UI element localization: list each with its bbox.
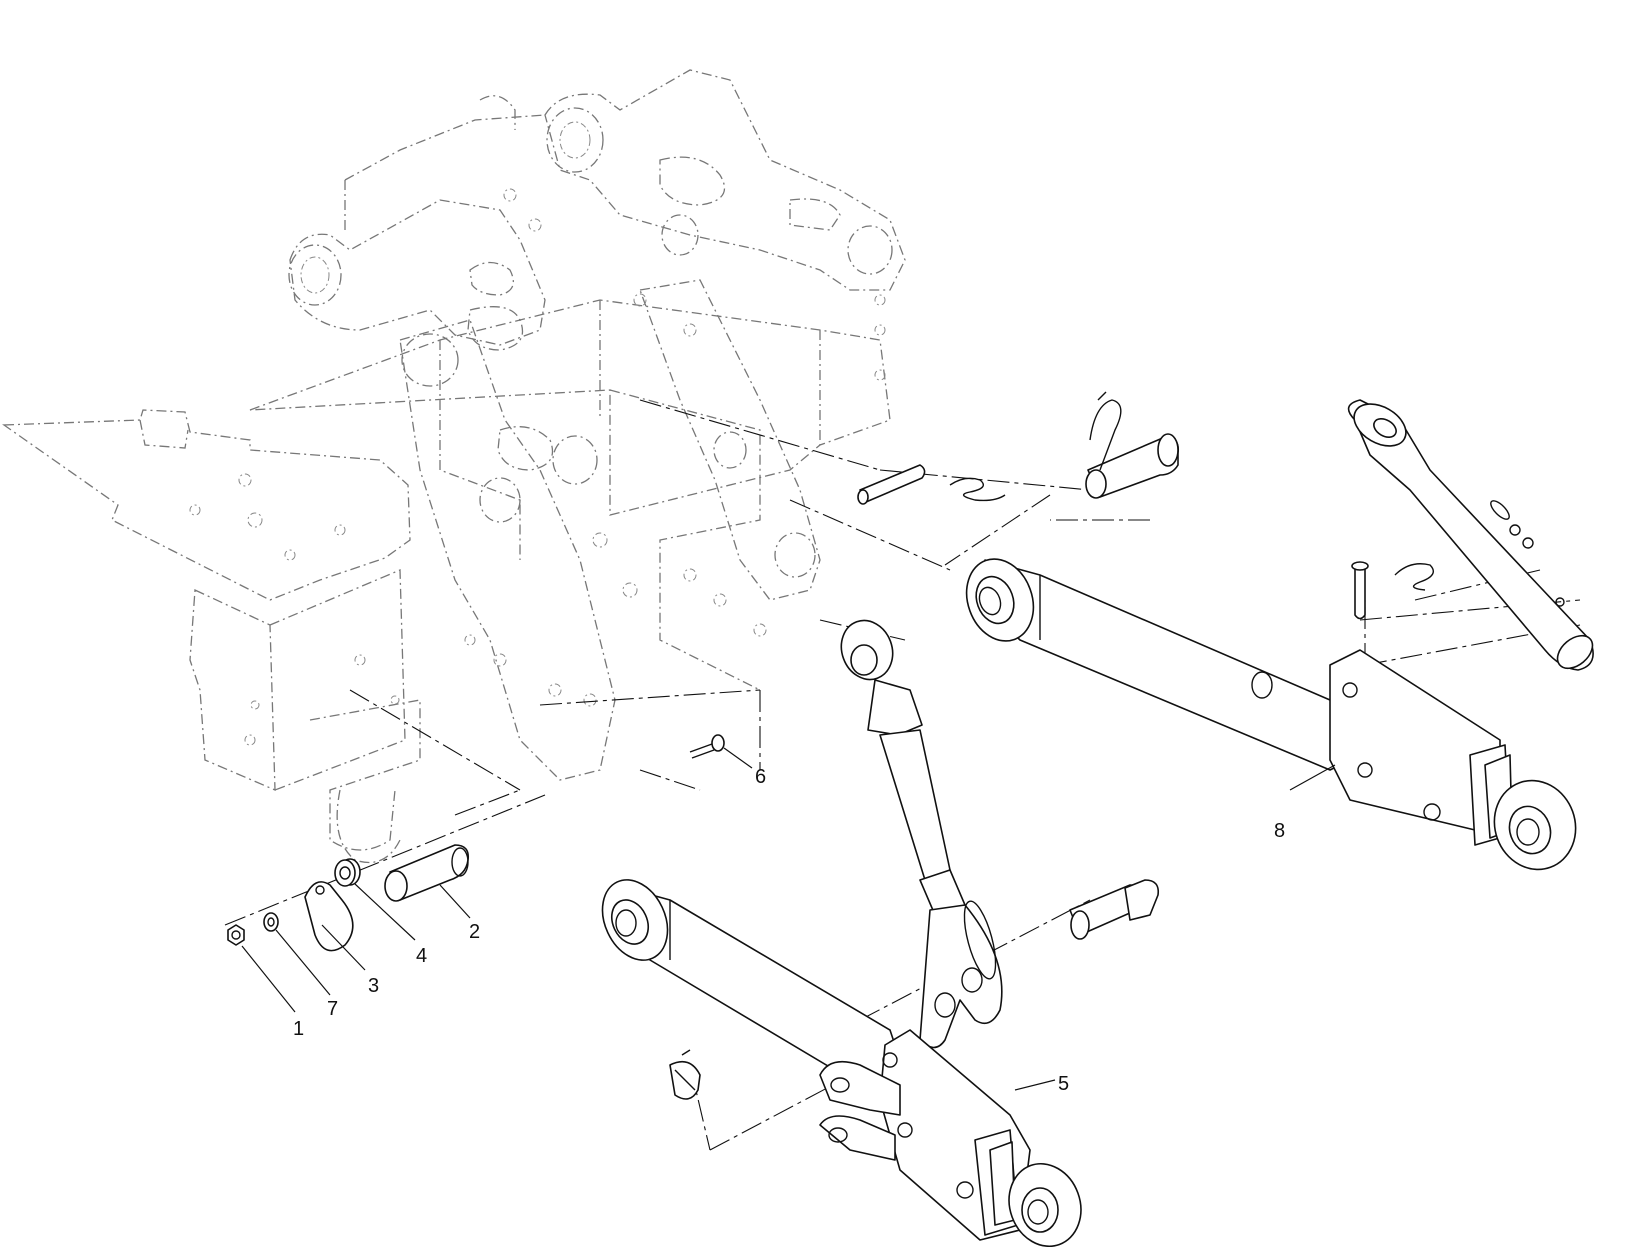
lift-arm-left-outline [289,199,546,346]
top-link-center [840,619,1003,1049]
pivot-pin [384,844,470,902]
lift-arm-right-outline [544,69,906,291]
lower-link-right [965,558,1577,871]
washer [263,912,279,932]
callout-labels: 1 2 3 4 5 6 7 8 [293,766,1285,1095]
support-bracket-outline [189,589,276,791]
retaining-plate [304,881,354,952]
tractor-frame-phantom [2,69,906,864]
callout-8: 8 [1274,820,1285,842]
r-clip-right [1394,563,1434,591]
nut [227,924,245,946]
callout-4: 4 [416,945,427,967]
hardware-parts [227,734,725,952]
callout-3: 3 [368,975,379,997]
callout-2: 2 [469,921,480,943]
lift-link-right-outline [639,279,821,601]
bolt [689,734,725,759]
mounting-pins [857,391,1434,620]
top-link-end [1347,399,1594,671]
callout-5: 5 [1058,1073,1069,1095]
lift-link-left-outline [399,319,616,781]
callout-6: 6 [755,766,766,788]
clevis-pin-vertical [1351,561,1369,620]
mounting-plate-outline [2,409,411,601]
bushing [334,858,361,887]
r-clip [949,477,1006,502]
callout-7: 7 [327,998,338,1020]
callout-leaders [241,747,1336,1091]
clevis-pin-small [857,464,926,505]
clevis-pin-large [1069,879,1160,940]
linch-pin [1085,391,1180,499]
lower-link-left [601,879,1082,1248]
callout-1: 1 [293,1018,304,1040]
